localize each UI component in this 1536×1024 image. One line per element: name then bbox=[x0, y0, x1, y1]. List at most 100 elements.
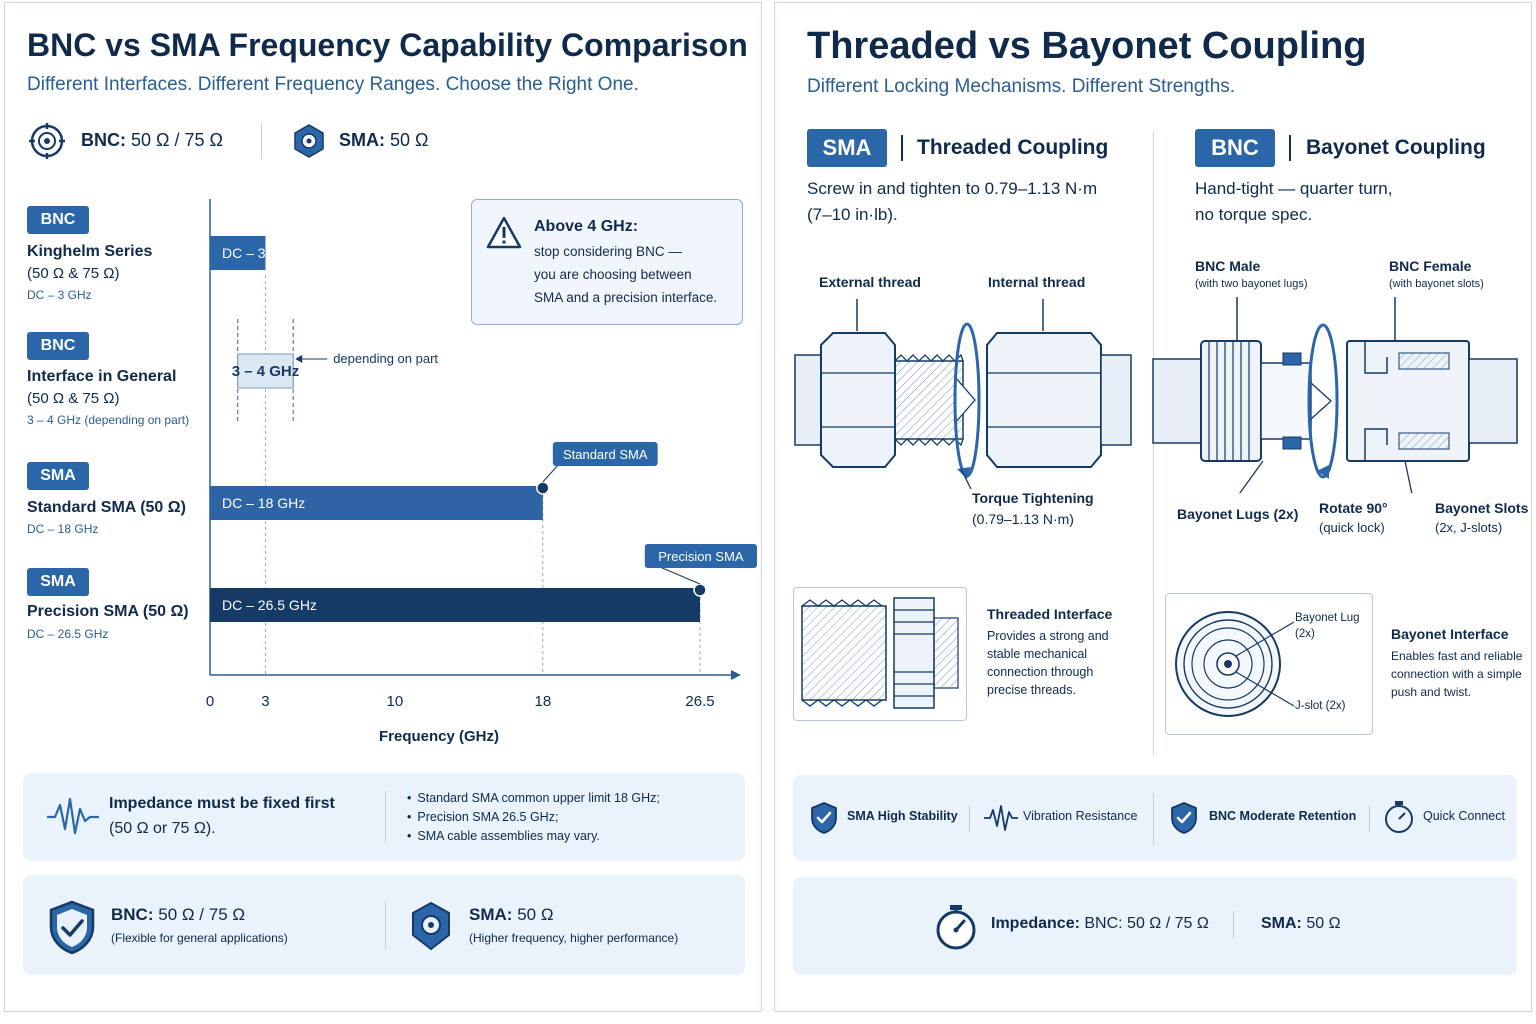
marker-label: Precision SMA bbox=[658, 549, 744, 564]
warning-icon bbox=[486, 216, 522, 250]
coupling-comparison-panel: Threaded vs Bayonet Coupling Different L… bbox=[774, 2, 1532, 1012]
bayonet-interface-title: Bayonet Interface bbox=[1391, 626, 1509, 642]
external-thread-label: External thread bbox=[819, 274, 921, 290]
threaded-desc3: connection through bbox=[987, 665, 1094, 679]
marker-label: Standard SMA bbox=[563, 447, 648, 462]
stopwatch-icon bbox=[933, 903, 979, 951]
bar-label: DC – 26.5 GHz bbox=[222, 597, 317, 613]
shield-check-icon bbox=[47, 899, 97, 955]
row1-impedance: (50 Ω & 75 Ω) bbox=[27, 265, 120, 282]
feature-sma-stability: SMA High Stability bbox=[847, 809, 958, 823]
callout-title: Above 4 GHz: bbox=[534, 218, 639, 235]
summary-bnc-desc: (Flexible for general applications) bbox=[111, 931, 288, 945]
sma-hex-connector-icon bbox=[291, 123, 327, 159]
summary-divider bbox=[385, 901, 386, 949]
threaded-desc2: stable mechanical bbox=[987, 647, 1088, 661]
note-bullets: Standard SMA common upper limit 18 GHz; … bbox=[407, 789, 660, 846]
shield-check-icon bbox=[809, 801, 839, 835]
thread-cross-section-illustration bbox=[801, 597, 959, 709]
annotation-arrow bbox=[295, 355, 303, 363]
bar bbox=[210, 588, 700, 622]
marker-label-box bbox=[552, 442, 658, 466]
row2-range: 3 – 4 GHz (depending on part) bbox=[27, 413, 190, 427]
legend-bnc: BNC: 50 Ω / 75 Ω bbox=[81, 130, 223, 150]
note-line2: (50 Ω or 75 Ω). bbox=[109, 820, 216, 837]
feature-vibration: Vibration Resistance bbox=[1023, 809, 1138, 823]
summary-bnc: BNC: 50 Ω / 75 Ω bbox=[111, 905, 246, 924]
x-tick-label: 18 bbox=[534, 693, 551, 710]
row4-tag: SMA bbox=[27, 568, 89, 596]
right-title: Threaded vs Bayonet Coupling bbox=[807, 25, 1367, 67]
x-tick-label: 10 bbox=[387, 693, 404, 710]
row1-tag: BNC bbox=[27, 206, 89, 234]
impedance-strip: Impedance: BNC: 50 Ω / 75 Ω SMA: 50 Ω bbox=[793, 877, 1517, 975]
note-line1: Impedance must be fixed first bbox=[109, 795, 335, 812]
bayonet-detail-box: Bayonet Lug (2x) J-slot (2x) bbox=[1165, 593, 1373, 735]
callout-line1: stop considering BNC — bbox=[534, 244, 682, 259]
bayonet-face-illustration bbox=[1175, 611, 1295, 717]
bnc-heading: Bayonet Coupling bbox=[1306, 136, 1486, 159]
x-tick-label: 26.5 bbox=[685, 693, 714, 710]
rotate-label: Rotate 90° bbox=[1319, 500, 1388, 516]
face-lug-count: (2x) bbox=[1295, 628, 1315, 640]
summary-sma: SMA: 50 Ω bbox=[469, 905, 554, 924]
impedance-bnc: Impedance: BNC: 50 Ω / 75 Ω bbox=[991, 915, 1209, 932]
bayonet-desc1: Enables fast and reliable bbox=[1391, 649, 1523, 663]
row1-name: Kinghelm Series bbox=[27, 243, 153, 260]
bar-label: 3 – 4 GHz bbox=[232, 363, 300, 380]
row2-name: Interface in General bbox=[27, 368, 177, 385]
impedance-sma: SMA: 50 Ω bbox=[1261, 915, 1341, 932]
threaded-connector-illustration bbox=[794, 299, 1132, 490]
impedance-summary-box: BNC: 50 Ω / 75 Ω (Flexible for general a… bbox=[23, 875, 745, 975]
bar bbox=[210, 486, 543, 520]
row2-tag: BNC bbox=[27, 332, 89, 360]
sma-badge-icon bbox=[409, 901, 453, 951]
frequency-comparison-panel: BNC vs SMA Frequency Capability Comparis… bbox=[4, 2, 762, 1012]
sma-desc1: Screw in and tighten to 0.79–1.13 N·m bbox=[807, 179, 1098, 198]
bnc-desc1: Hand-tight — quarter turn, bbox=[1195, 179, 1393, 198]
threaded-detail-box bbox=[793, 587, 967, 721]
torque-value: (0.79–1.13 N·m) bbox=[972, 511, 1074, 527]
bayonet-desc2: connection with a simple bbox=[1391, 667, 1522, 681]
above-4ghz-callout: Above 4 GHz: stop considering BNC — you … bbox=[471, 199, 743, 325]
features-center-divider bbox=[1153, 793, 1154, 845]
bullet-item: Standard SMA common upper limit 18 GHz; bbox=[407, 789, 659, 808]
sma-tag: SMA bbox=[807, 129, 887, 167]
internal-thread-label: Internal thread bbox=[988, 274, 1086, 290]
bnc-female-label: BNC Female bbox=[1389, 258, 1472, 274]
left-subtitle: Different Interfaces. Different Frequenc… bbox=[27, 74, 639, 95]
left-title: BNC vs SMA Frequency Capability Comparis… bbox=[27, 27, 748, 63]
bnc-male-sub: (with two bayonet lugs) bbox=[1195, 278, 1308, 290]
bullet-item: Precision SMA 26.5 GHz; bbox=[407, 808, 660, 827]
callout-line3: SMA and a precision interface. bbox=[534, 290, 718, 305]
row4-range: DC – 26.5 GHz bbox=[27, 627, 109, 641]
shield-check-icon bbox=[1169, 801, 1199, 835]
waveform-icon bbox=[45, 793, 101, 839]
bayonet-connector-illustration bbox=[1152, 297, 1518, 493]
face-lug-label: Bayonet Lug bbox=[1295, 612, 1360, 624]
note-divider bbox=[385, 791, 386, 843]
bar bbox=[237, 353, 294, 389]
threaded-interface-title: Threaded Interface bbox=[987, 606, 1113, 622]
bar-end-marker bbox=[536, 481, 550, 495]
x-axis-label: Frequency (GHz) bbox=[379, 728, 499, 745]
face-jslot-label: J-slot (2x) bbox=[1295, 700, 1346, 712]
bnc-tag: BNC bbox=[1195, 129, 1275, 167]
bnc-desc2: no torque spec. bbox=[1195, 205, 1313, 224]
feature-divider bbox=[969, 805, 970, 831]
bar-label: DC – 18 GHz bbox=[222, 495, 305, 511]
feature-divider bbox=[1369, 805, 1370, 831]
bayonet-slots-label: Bayonet Slots bbox=[1435, 500, 1529, 516]
row1-range: DC – 3 GHz bbox=[27, 288, 92, 302]
bayonet-desc3: push and twist. bbox=[1391, 685, 1472, 699]
feature-bnc-retention: BNC Moderate Retention bbox=[1209, 809, 1357, 823]
sma-header-divider bbox=[901, 135, 903, 161]
impedance-divider bbox=[1233, 911, 1234, 939]
feature-quick-connect: Quick Connect bbox=[1423, 809, 1505, 823]
bnc-female-sub: (with bayonet slots) bbox=[1389, 278, 1484, 290]
right-subtitle: Different Locking Mechanisms. Different … bbox=[807, 76, 1236, 97]
x-tick-label: 3 bbox=[261, 693, 269, 710]
annotation-text: depending on part bbox=[333, 351, 438, 366]
bnc-header-divider bbox=[1289, 135, 1291, 161]
bar-label: DC – 3 GHz bbox=[222, 245, 297, 261]
